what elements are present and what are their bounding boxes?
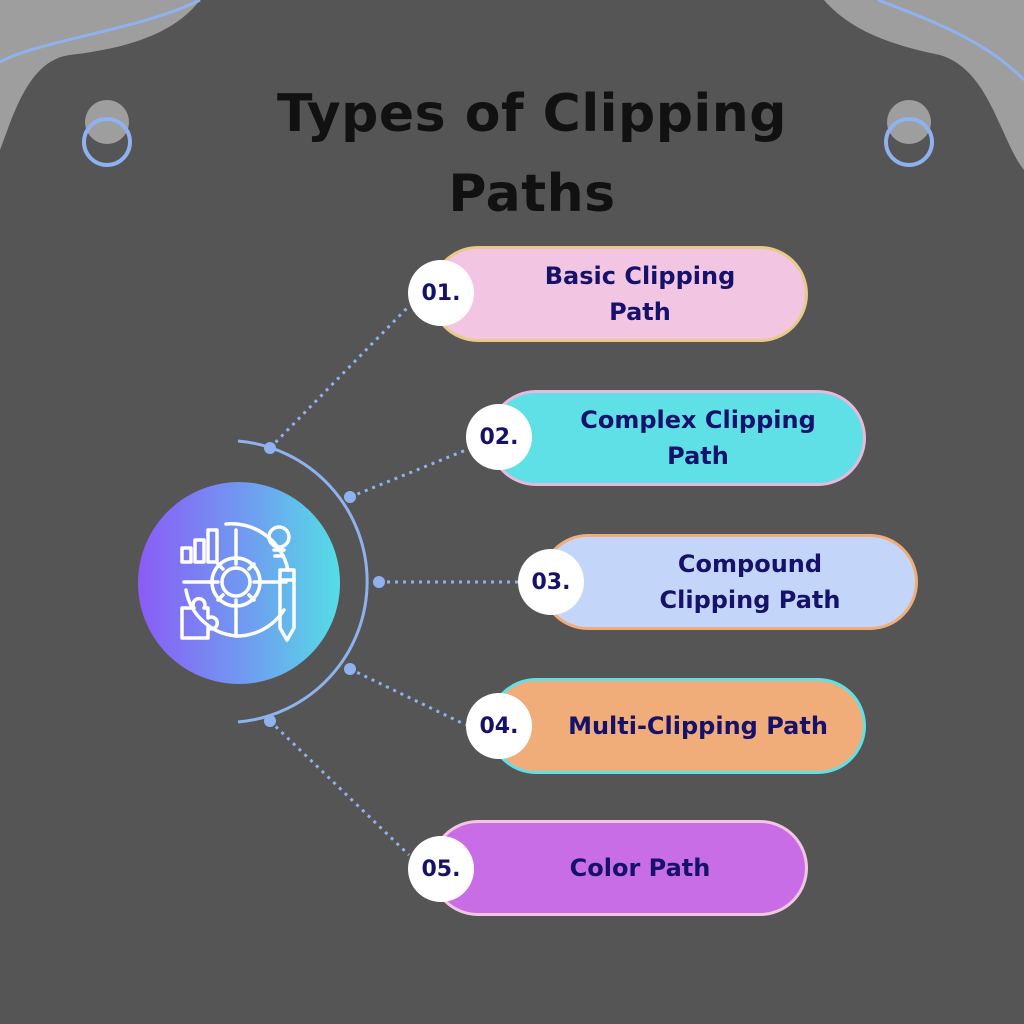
arc-node-5	[264, 715, 276, 727]
corner-line-left	[0, 0, 201, 64]
clipping-type-pill-5: Color Path	[430, 820, 808, 916]
number-badge-1: 01.	[408, 260, 474, 326]
connector-5	[268, 719, 411, 857]
hub-arc	[237, 439, 369, 724]
number-badge-3: 03.	[518, 549, 584, 615]
ring-icon-left	[82, 117, 132, 167]
number-badge-5: 05.	[408, 836, 474, 902]
corner-dot-right	[887, 100, 931, 144]
arc-node-3	[373, 576, 385, 588]
arc-node-2	[344, 491, 356, 503]
clipping-type-pill-1: Basic Clipping Path	[430, 246, 808, 342]
connector-2	[349, 448, 467, 499]
connector-4	[349, 667, 467, 727]
clipping-type-pill-2: Complex Clipping Path	[488, 390, 866, 486]
settings-analytics-icon	[180, 522, 296, 642]
number-badge-2: 02.	[466, 404, 532, 470]
clipping-type-label-3: Compound Clipping Path	[659, 550, 841, 614]
clipping-type-pill-3: Compound Clipping Path	[540, 534, 918, 630]
clipping-type-label-2: Complex Clipping Path	[580, 406, 816, 470]
number-badge-4: 04.	[466, 693, 532, 759]
arc-node-1	[264, 442, 276, 454]
clipping-type-label-4: Multi-Clipping Path	[568, 712, 828, 740]
ring-icon-right	[884, 117, 934, 167]
clipping-type-pill-4: Multi-Clipping Path	[488, 678, 866, 774]
clipping-type-label-1: Basic Clipping Path	[544, 262, 736, 326]
clipping-type-label-5: Color Path	[569, 854, 711, 882]
corner-line-right	[877, 0, 1024, 82]
corner-dot-left	[85, 100, 129, 144]
corner-shape-left	[0, 0, 200, 150]
connector-1	[268, 304, 411, 450]
arc-node-4	[344, 663, 356, 675]
hub-circle	[138, 482, 340, 684]
page-title: Types of Clipping Paths	[276, 84, 787, 224]
corner-shape-right	[824, 0, 1024, 170]
